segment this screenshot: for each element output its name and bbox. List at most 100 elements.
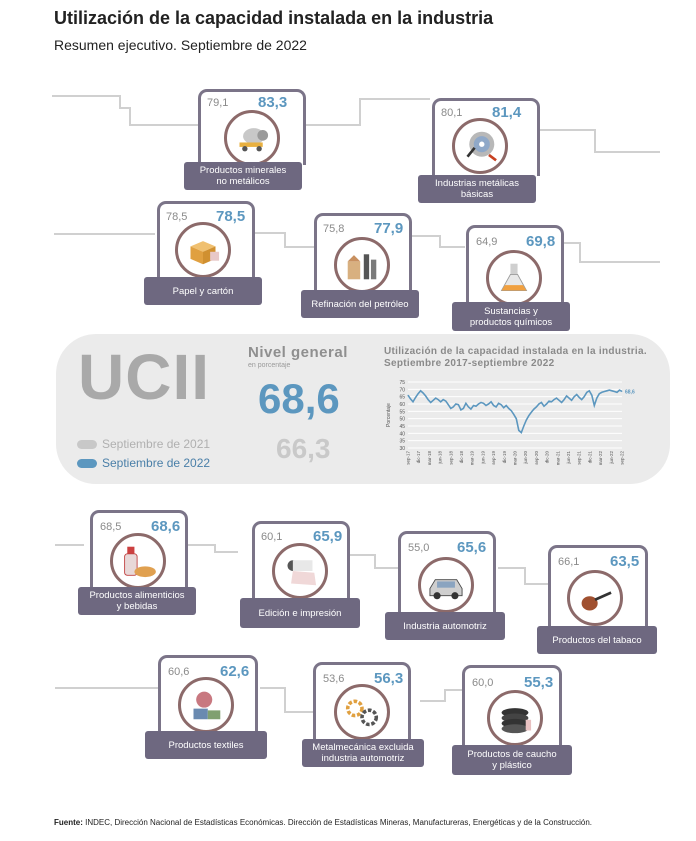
- data-point: [611, 390, 613, 392]
- data-point: [548, 400, 550, 402]
- legend-text: Septiembre de 2022: [102, 456, 211, 470]
- y-tick-label: 75: [399, 380, 405, 386]
- card-label: Productos de caucho y plástico: [452, 745, 572, 775]
- card-label: Productos textiles: [145, 731, 267, 759]
- x-tick-label: sep-22: [620, 451, 625, 465]
- y-tick-label: 40: [399, 431, 405, 437]
- data-point: [586, 391, 588, 393]
- x-tick-label: sep-19: [491, 451, 496, 465]
- source-footer: Fuente: INDEC, Dirección Nacional de Est…: [54, 818, 592, 827]
- data-point: [601, 391, 603, 393]
- x-tick-label: dic-18: [459, 451, 464, 464]
- data-point: [513, 413, 515, 415]
- car-icon: [418, 557, 474, 613]
- end-value-label: 68,6: [625, 389, 635, 395]
- card-label: Metalmecánica excluida industria automot…: [302, 739, 424, 767]
- y-tick-label: 65: [399, 395, 405, 401]
- data-point: [490, 401, 492, 403]
- x-tick-label: jun-19: [480, 451, 485, 465]
- y-tick-label: 35: [399, 439, 405, 445]
- value-2021: 64,9: [476, 236, 498, 248]
- data-point: [621, 390, 623, 392]
- data-point: [432, 399, 434, 401]
- data-point: [427, 399, 429, 400]
- data-point: [551, 401, 552, 403]
- card-label: Productos minerales no metálicos: [184, 162, 302, 190]
- value-2021: 55,0: [408, 542, 430, 554]
- x-tick-label: mar-19: [470, 451, 475, 466]
- data-point: [609, 389, 610, 391]
- value-2022: 65,9: [313, 528, 343, 545]
- nivel-general-2022: 68,6: [258, 375, 340, 422]
- card-label: Papel y cartón: [144, 277, 262, 305]
- source-label: Fuente:: [54, 818, 83, 827]
- card-label: Industria automotriz: [385, 612, 505, 640]
- data-point: [598, 393, 600, 395]
- data-point: [530, 411, 532, 413]
- data-point: [561, 402, 562, 403]
- flask-icon: [486, 250, 542, 306]
- x-tick-label: dic-19: [502, 451, 507, 464]
- data-point: [566, 395, 568, 397]
- bottle-bread-icon: [110, 533, 166, 589]
- x-tick-label: mar-22: [598, 451, 603, 466]
- data-point: [468, 406, 469, 408]
- data-point: [422, 392, 424, 394]
- data-point: [563, 399, 565, 400]
- value-2021: 53,6: [323, 673, 345, 685]
- data-point: [528, 415, 530, 417]
- card-label: Sustancias y productos químicos: [452, 302, 570, 331]
- y-axis-label: Porcentaje: [386, 403, 392, 427]
- data-point: [543, 405, 545, 407]
- data-point: [571, 399, 573, 401]
- x-tick-label: sep-21: [577, 451, 582, 465]
- data-point: [593, 405, 595, 406]
- data-point: [591, 394, 593, 396]
- data-point: [440, 401, 442, 403]
- data-point: [505, 405, 507, 406]
- series-line: [407, 389, 623, 434]
- gears-icon: [334, 684, 390, 740]
- data-point: [556, 397, 557, 399]
- data-point: [473, 405, 474, 406]
- yarn-fabric-icon: [178, 677, 234, 733]
- nivel-general-label: Nivel general: [248, 344, 348, 361]
- cement-mixer-icon: [224, 110, 280, 166]
- data-point: [475, 405, 477, 407]
- value-2022: 55,3: [524, 674, 554, 691]
- value-2021: 79,1: [207, 97, 229, 109]
- data-point: [412, 401, 414, 403]
- data-point: [437, 399, 439, 400]
- card-label: Edición e impresión: [240, 598, 360, 628]
- x-tick-label: dic-20: [545, 451, 550, 464]
- value-2021: 60,6: [168, 666, 190, 678]
- value-2021: 60,0: [472, 677, 494, 689]
- value-2022: 65,6: [457, 539, 487, 556]
- x-tick-label: jun-18: [438, 451, 443, 465]
- data-point: [415, 397, 416, 398]
- data-point: [578, 397, 580, 398]
- value-2022: 56,3: [374, 670, 404, 687]
- ucii-logo: UCII: [78, 341, 210, 413]
- data-point: [508, 408, 510, 409]
- data-point: [430, 402, 432, 403]
- data-point: [425, 395, 427, 397]
- data-point: [533, 408, 535, 410]
- pipe-icon: [567, 570, 623, 626]
- legend-2022: Septiembre de 2022: [77, 456, 210, 470]
- y-tick-label: 50: [399, 417, 405, 423]
- data-point: [576, 394, 578, 395]
- value-2021: 75,8: [323, 223, 345, 235]
- data-point: [616, 391, 618, 393]
- data-point: [606, 390, 608, 392]
- data-point: [596, 397, 598, 399]
- value-2022: 77,9: [374, 220, 404, 237]
- data-point: [452, 406, 454, 408]
- value-2021: 60,1: [261, 531, 283, 543]
- y-tick-label: 55: [399, 409, 405, 415]
- y-tick-label: 30: [399, 446, 405, 452]
- data-point: [503, 407, 505, 409]
- data-point: [619, 389, 620, 391]
- x-tick-label: mar-18: [427, 451, 432, 466]
- data-point: [568, 397, 570, 399]
